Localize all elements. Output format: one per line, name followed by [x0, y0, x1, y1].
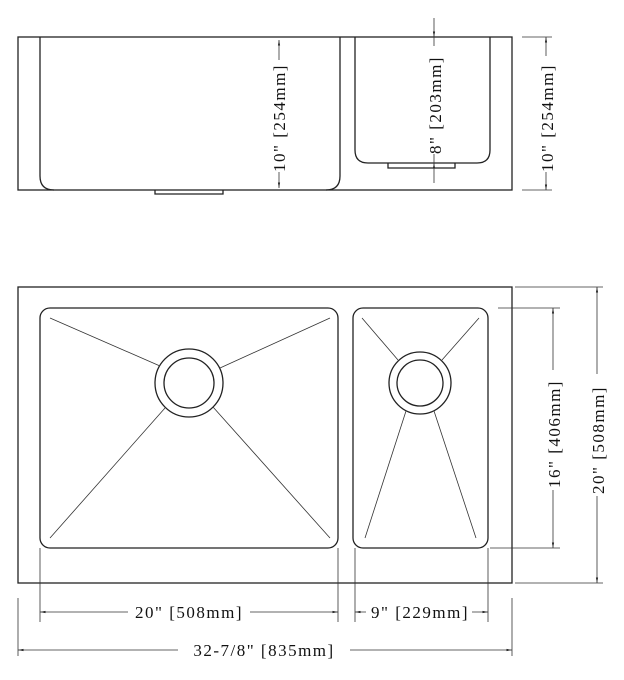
- right-bowl: [352, 307, 489, 549]
- left-bowl-width-label: 20" [508mm]: [135, 603, 243, 622]
- front-view: 10" [254mm] 8" [203mm] 10" [254mm]: [17, 18, 560, 195]
- right-bowl-width-label: 9" [229mm]: [371, 603, 469, 622]
- right-basin-front: [354, 37, 491, 164]
- left-drain-outer: [154, 348, 224, 418]
- right-drain-inner: [396, 359, 444, 407]
- plan-view: 16" [406mm] 20" [508mm] 20" [508mm] 9" […: [17, 286, 610, 660]
- right-drain-outer: [388, 351, 452, 415]
- bowl-length-label: 16" [406mm]: [545, 380, 564, 488]
- left-bowl: [39, 307, 339, 549]
- left-basin-front: [39, 37, 341, 191]
- overall-width-label: 32-7/8" [835mm]: [193, 641, 334, 660]
- right-bowl-slope-lines: [361, 317, 480, 539]
- overall-length-label: 20" [508mm]: [589, 386, 608, 494]
- plan-outline: [17, 286, 513, 584]
- left-drain-inner: [163, 357, 215, 409]
- right-drain-front: [387, 163, 456, 169]
- overall-depth-label: 10" [254mm]: [538, 64, 557, 172]
- left-drain-front: [154, 190, 224, 195]
- front-outline: [17, 36, 513, 191]
- left-bowl-slope-lines: [49, 317, 331, 539]
- left-depth-label: 10" [254mm]: [270, 64, 289, 172]
- right-depth-label: 8" [203mm]: [426, 56, 445, 154]
